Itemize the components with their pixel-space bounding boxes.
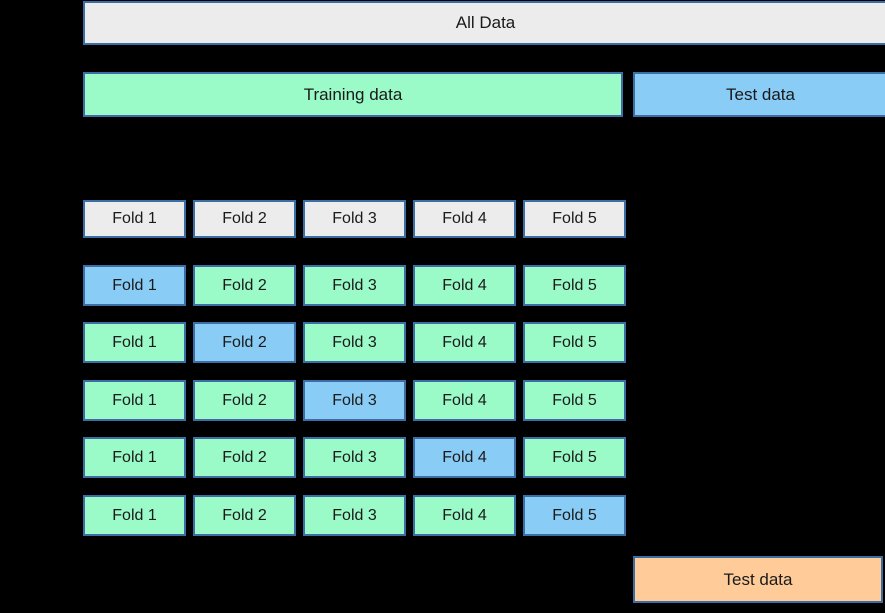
- cv-fold-cell: Fold 4: [413, 322, 516, 363]
- fold-header-cell: Fold 1: [83, 200, 186, 238]
- cv-fold-cell: Fold 3: [303, 495, 406, 536]
- cv-fold-cell: Fold 4: [413, 437, 516, 478]
- training-data-box: Training data: [83, 72, 623, 117]
- cv-split-row-3: Fold 1 Fold 2 Fold 3 Fold 4 Fold 5: [83, 380, 626, 421]
- cv-fold-cell: Fold 5: [523, 495, 626, 536]
- cv-split-row-2: Fold 1 Fold 2 Fold 3 Fold 4 Fold 5: [83, 322, 626, 363]
- cv-fold-cell: Fold 5: [523, 437, 626, 478]
- cv-fold-cell: Fold 2: [193, 322, 296, 363]
- fold-header-cell: Fold 5: [523, 200, 626, 238]
- cv-fold-cell: Fold 5: [523, 322, 626, 363]
- cv-fold-cell: Fold 2: [193, 265, 296, 306]
- cv-fold-cell: Fold 1: [83, 265, 186, 306]
- fold-header-cell: Fold 3: [303, 200, 406, 238]
- cv-split-row-4: Fold 1 Fold 2 Fold 3 Fold 4 Fold 5: [83, 437, 626, 478]
- cv-fold-cell: Fold 3: [303, 265, 406, 306]
- fold-header-row: Fold 1 Fold 2 Fold 3 Fold 4 Fold 5: [83, 200, 626, 238]
- cv-fold-cell: Fold 3: [303, 380, 406, 421]
- fold-header-cell: Fold 2: [193, 200, 296, 238]
- cv-fold-cell: Fold 5: [523, 265, 626, 306]
- cv-fold-cell: Fold 1: [83, 380, 186, 421]
- cv-fold-cell: Fold 3: [303, 437, 406, 478]
- cv-split-row-1: Fold 1 Fold 2 Fold 3 Fold 4 Fold 5: [83, 265, 626, 306]
- cv-fold-cell: Fold 5: [523, 380, 626, 421]
- cv-fold-cell: Fold 3: [303, 322, 406, 363]
- all-data-box: All Data: [83, 1, 885, 45]
- test-data-box: Test data: [633, 72, 885, 117]
- final-test-data-box: Test data: [633, 556, 883, 603]
- cv-fold-cell: Fold 1: [83, 322, 186, 363]
- fold-header-cell: Fold 4: [413, 200, 516, 238]
- cv-split-row-5: Fold 1 Fold 2 Fold 3 Fold 4 Fold 5: [83, 495, 626, 536]
- cv-fold-cell: Fold 1: [83, 437, 186, 478]
- cv-fold-cell: Fold 4: [413, 380, 516, 421]
- cv-fold-cell: Fold 2: [193, 495, 296, 536]
- cv-fold-cell: Fold 1: [83, 495, 186, 536]
- cv-fold-cell: Fold 4: [413, 265, 516, 306]
- cv-fold-cell: Fold 4: [413, 495, 516, 536]
- cv-fold-cell: Fold 2: [193, 437, 296, 478]
- cv-fold-cell: Fold 2: [193, 380, 296, 421]
